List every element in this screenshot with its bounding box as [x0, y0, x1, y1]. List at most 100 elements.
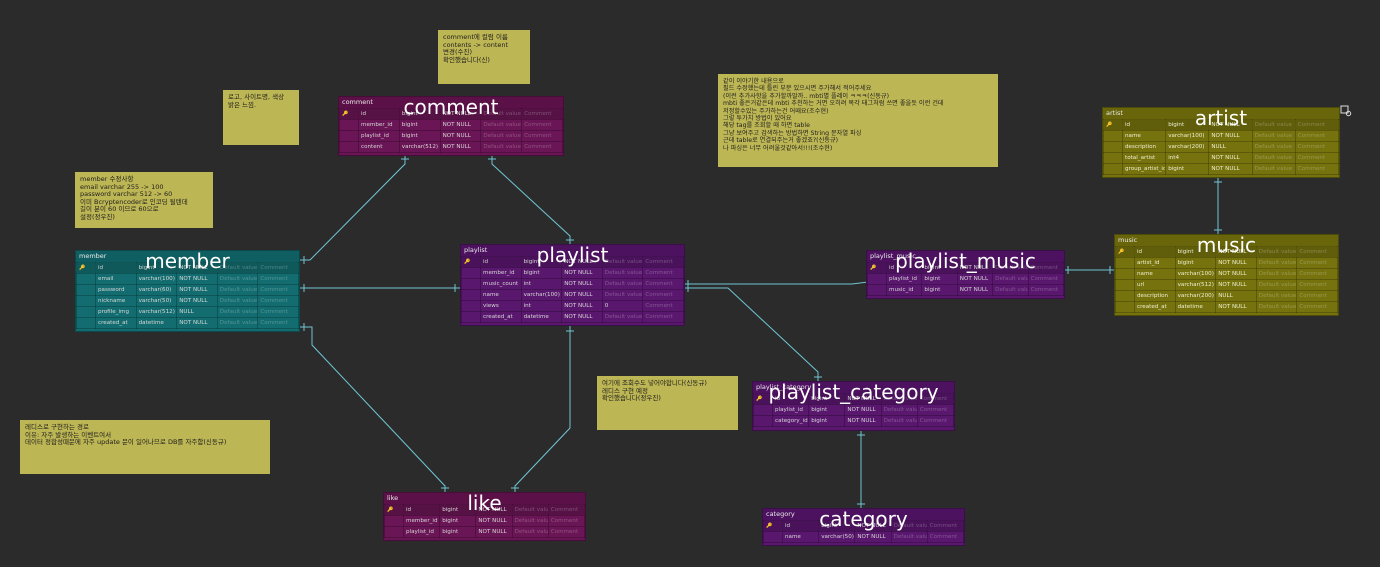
column-marker	[1103, 163, 1123, 175]
column-type: int	[520, 278, 563, 290]
column-name: category_id	[771, 415, 810, 427]
column-marker	[461, 300, 481, 312]
column-marker	[1115, 279, 1135, 291]
note-comment-column[interactable]: comment에 컬럼 이름 contents -> content 변경(수진…	[438, 30, 530, 84]
column-name: password	[95, 284, 137, 296]
column-type: bigint	[520, 267, 563, 279]
column-type: bigint	[921, 284, 958, 296]
table-header[interactable]: like	[384, 493, 585, 504]
column-name: playlist_id	[358, 130, 400, 142]
rel-playlist-comment	[491, 155, 571, 244]
column-nullable: NOT NULL	[439, 141, 482, 153]
table-header[interactable]: playlist	[461, 245, 684, 256]
column-nullable: NOT NULL	[1208, 152, 1253, 164]
column-type: varchar(100)	[520, 289, 563, 301]
column-comment: Comment	[642, 278, 684, 290]
column-type: bigint	[1165, 119, 1210, 131]
column-name: id	[358, 108, 400, 120]
column-comment: Comment	[642, 300, 684, 312]
column-type: bigint	[398, 119, 441, 131]
column-comment: Comment	[916, 415, 955, 427]
note-artist-discussion[interactable]: 같이 이야기한 내용으로 필드 수정했는데 틀린 부분 있으시면 주가해서 적어…	[718, 74, 998, 167]
table-header[interactable]: playlist_category	[753, 382, 954, 393]
column-comment: Comment	[916, 404, 955, 416]
column-name: member_id	[480, 267, 522, 279]
column-default: Default value	[880, 415, 918, 427]
table-header[interactable]: playlist_music	[867, 251, 1064, 262]
column-name: music_id	[885, 284, 923, 296]
column-comment: Comment	[1294, 119, 1340, 131]
table-header[interactable]: music	[1115, 235, 1338, 246]
column-nullable: NOT NULL	[439, 130, 482, 142]
table-header[interactable]: comment	[339, 97, 563, 108]
note-member-changes[interactable]: member 수정사항 email varchar 255 -> 100 pas…	[75, 172, 213, 228]
column-nullable: NOT NULL	[561, 256, 603, 268]
column-name: id	[402, 504, 441, 516]
column-nullable: NOT NULL	[1215, 301, 1257, 313]
table-header[interactable]: member	[76, 251, 299, 262]
column-type: bigint	[808, 393, 846, 405]
table-header[interactable]: artist	[1103, 108, 1339, 119]
column-comment: Comment	[1296, 301, 1338, 313]
column-nullable: NOT NULL	[1215, 279, 1257, 291]
note-views[interactable]: 여기에 조회수도 넣어야합니다(신동규) 레디스 구현 예정 확인했습니다(정우…	[597, 376, 738, 430]
column-name: playlist_id	[885, 273, 923, 285]
table-header[interactable]: category	[763, 509, 964, 520]
resize-handle-icon[interactable]	[1340, 105, 1352, 117]
note-logo[interactable]: 로고, 사이트명, 색상 밝은 느낌.	[223, 90, 299, 145]
column-nullable: NOT NULL	[561, 300, 603, 312]
column-marker	[461, 278, 481, 290]
note-redis[interactable]: 레디스로 구현하는 경로 이유: 자주 발생하는 이벤트여서 데이터 정합성때문…	[20, 420, 270, 474]
column-comment: Comment	[642, 311, 684, 323]
